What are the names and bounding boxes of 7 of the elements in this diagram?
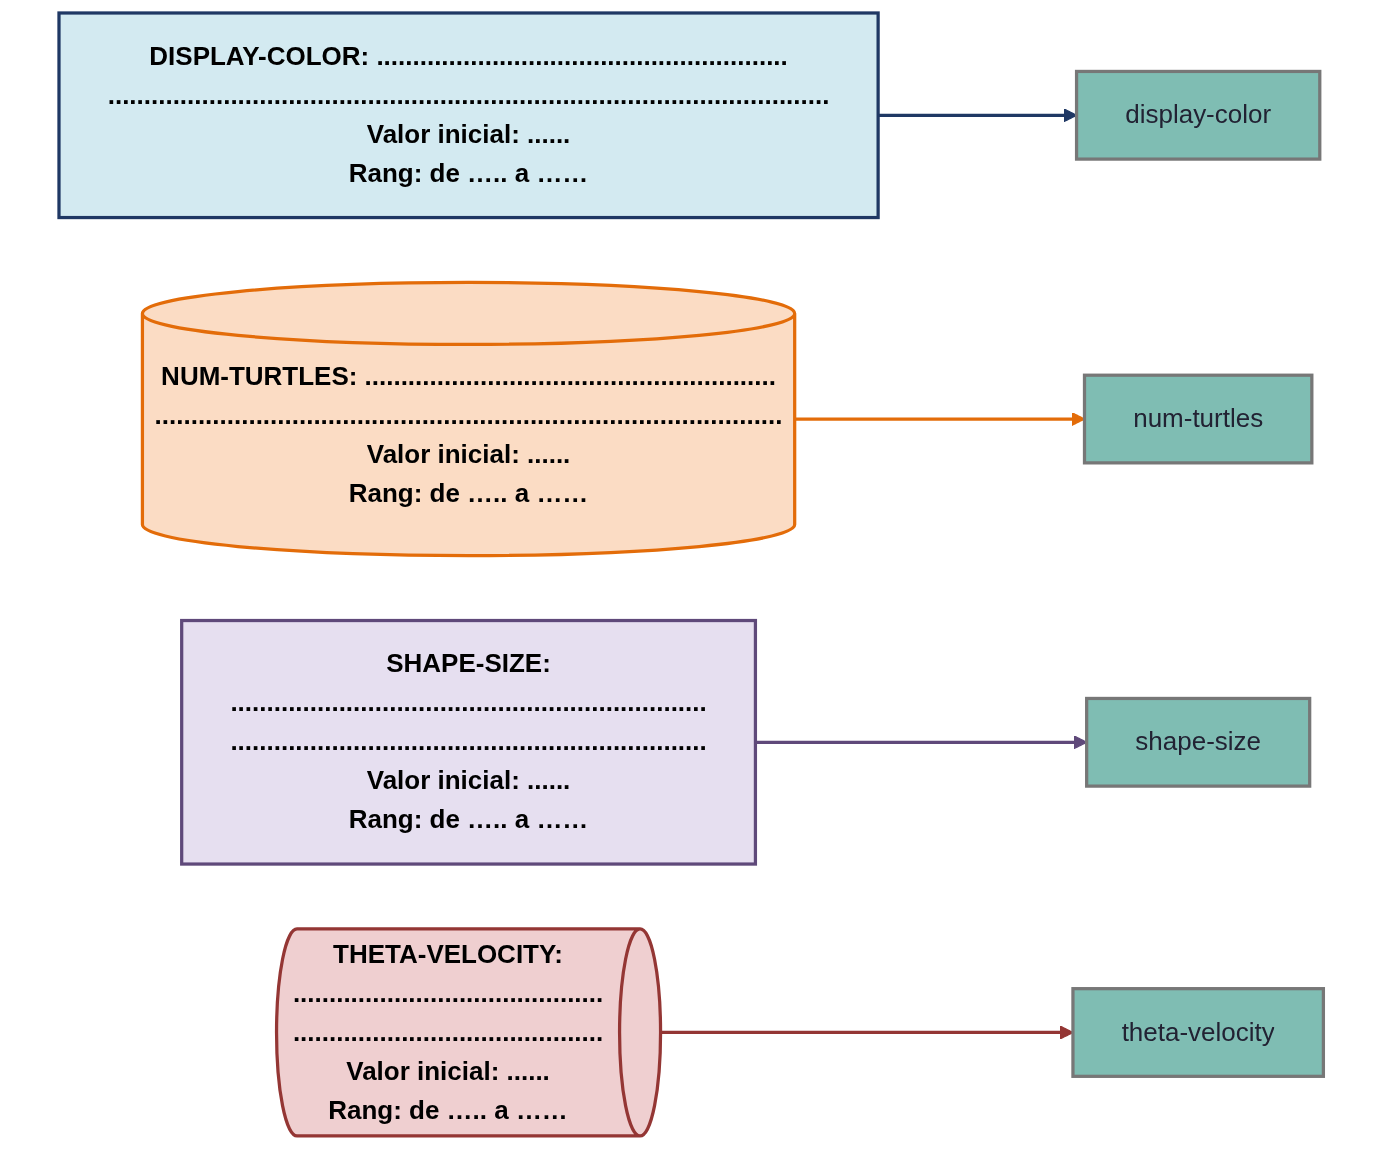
node-box: shape-size: [1084, 696, 1312, 788]
node-box: DISPLAY-COLOR: ......................................................... .................................................................................................... Valor inicial: ...... Rang: de ….. a ……: [57, 11, 880, 220]
node-box: num-turtles: [1082, 373, 1314, 465]
node-box: theta-velocity: [1071, 987, 1325, 1078]
node-box: display-color: [1074, 69, 1322, 161]
node-box: SHAPE-SIZE: .................................................................. .................................................................. Valor inicial: ...... Rang: de ….. a ……: [179, 618, 757, 866]
node-text: THETA-VELOCITY: ........................................... ........................................... Valor inicial: ...... Rang: de ….. a ……: [292, 939, 604, 1124]
